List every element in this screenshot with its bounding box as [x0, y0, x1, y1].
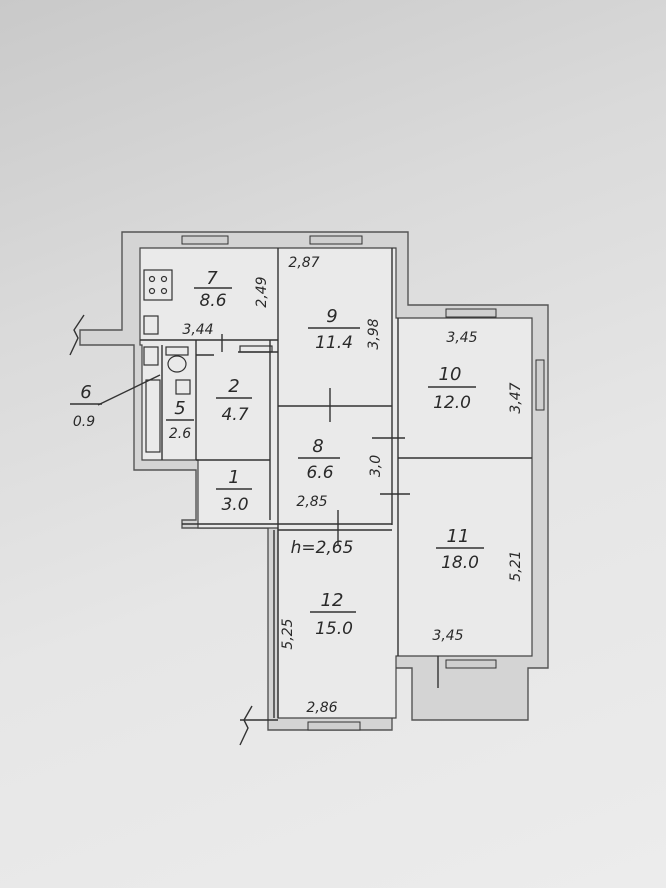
room-8-number: 8 [312, 436, 323, 457]
window-kitchen [181, 235, 229, 245]
stove-icon [143, 269, 173, 301]
wall-break-bottom [239, 705, 253, 746]
room-1-area: 3.0 [221, 495, 248, 515]
toilet-tank-icon [165, 346, 189, 356]
dim-height: h=2,65 [291, 538, 354, 558]
fixtures [143, 269, 273, 453]
dim-249: 2,49 [254, 276, 270, 307]
dim-345-bottom: 3,45 [432, 628, 463, 644]
dim-286: 2,86 [306, 700, 337, 716]
room-labels: 7 8.6 9 11.4 10 12.0 2 4.7 5 2.6 1 3.0 8… [70, 268, 484, 639]
room-10-area: 12.0 [433, 393, 471, 413]
room-12-number: 12 [321, 590, 344, 611]
wall-sink-icon [239, 345, 273, 353]
window-room10 [445, 308, 497, 318]
wall-break-left [69, 314, 85, 356]
room-1-number: 1 [228, 467, 239, 488]
sink-icon [143, 315, 159, 335]
room-11-number: 11 [447, 526, 470, 547]
room-7-number: 7 [206, 268, 218, 289]
stove-burner-icon [148, 287, 156, 295]
window-room11 [535, 359, 545, 411]
dim-525: 5,25 [280, 618, 296, 649]
room-7-area: 8.6 [199, 291, 226, 311]
room-9-area: 11.4 [315, 333, 353, 353]
room-11-area: 18.0 [441, 553, 479, 573]
window-balcony [445, 659, 497, 669]
dim-345-top: 3,45 [446, 330, 477, 346]
stove-burner-icon [148, 275, 156, 283]
room-6-area: 0.9 [73, 414, 95, 430]
dim-398: 3,98 [366, 318, 382, 349]
room-5-area: 2.6 [169, 426, 191, 442]
dim-285: 2,85 [296, 494, 327, 510]
basin-icon [175, 379, 191, 395]
bathtub-icon [145, 379, 161, 453]
dim-287: 2,87 [288, 255, 319, 271]
partitions [69, 248, 532, 746]
toilet-icon [167, 355, 187, 373]
washbasin-icon [143, 346, 159, 366]
room-2-number: 2 [228, 376, 239, 397]
room-8-area: 6.6 [306, 463, 333, 483]
room-6-number: 6 [80, 382, 91, 403]
windows [181, 235, 545, 731]
stove-burner-icon [160, 275, 168, 283]
window-room12 [307, 721, 361, 731]
stove-burner-icon [160, 287, 168, 295]
dim-344: 3,44 [182, 322, 213, 338]
room-2-area: 4.7 [221, 405, 248, 425]
dim-347: 3,47 [508, 382, 524, 413]
dimension-labels: 2,49 3,44 2,87 3,98 3,45 3,47 3,0 2,85 h… [182, 255, 524, 716]
room-10-number: 10 [439, 364, 462, 385]
dim-521: 5,21 [508, 550, 524, 581]
room-9-number: 9 [326, 306, 337, 327]
room-5-number: 5 [174, 398, 185, 419]
dim-30: 3,0 [368, 455, 384, 477]
window-room9 [309, 235, 363, 245]
room-12-area: 15.0 [315, 619, 353, 639]
